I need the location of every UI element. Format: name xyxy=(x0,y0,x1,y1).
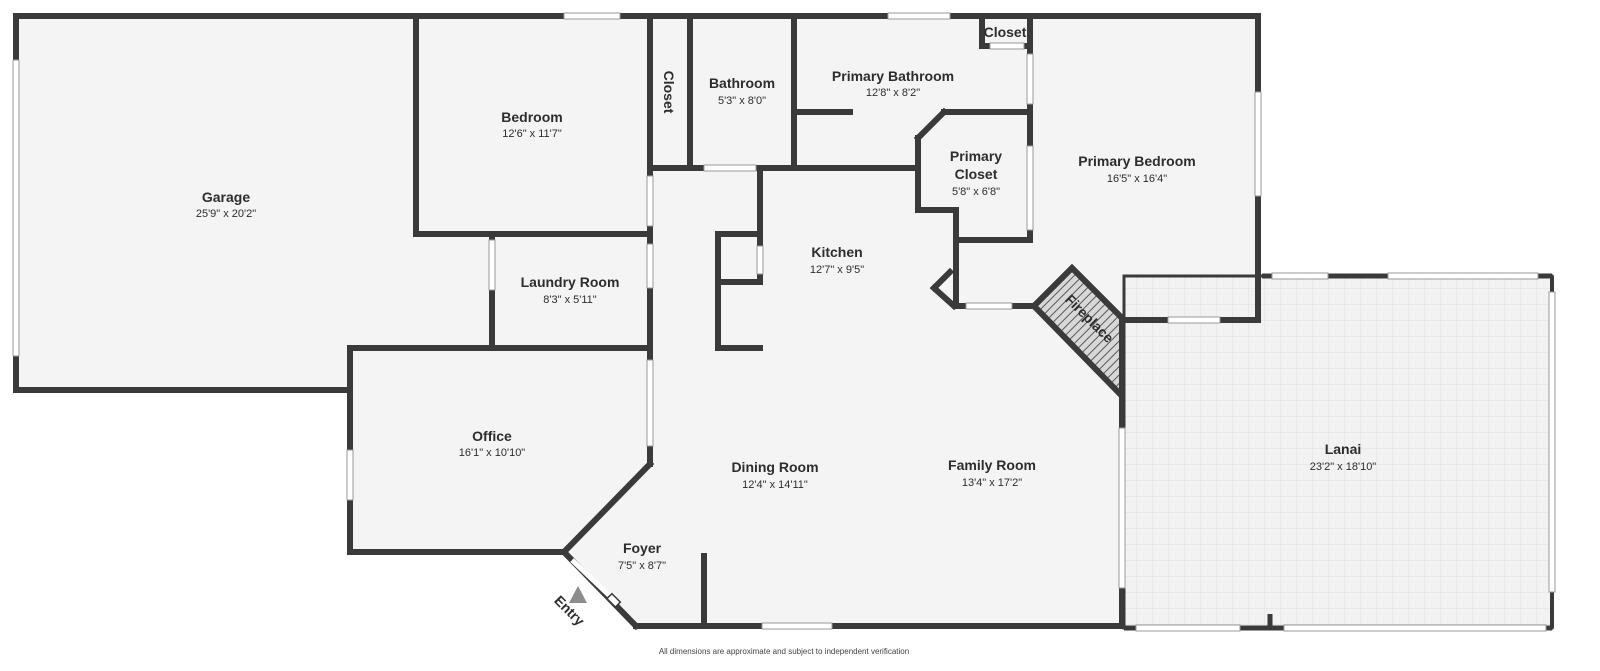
kitchen-name: Kitchen xyxy=(811,244,862,260)
bedroom-dim: 12'6" x 11'7" xyxy=(502,128,562,140)
garage-floor xyxy=(16,16,416,390)
closet-name: Closet xyxy=(661,71,677,114)
bathroom-dim: 5'3" x 8'0" xyxy=(718,95,766,107)
primary-bedroom-dim: 16'5" x 16'4" xyxy=(1107,173,1167,185)
office-dim: 16'1" x 10'10" xyxy=(459,447,526,459)
disclaimer: All dimensions are approximate and subje… xyxy=(659,647,909,656)
lanai-floor xyxy=(1124,276,1552,628)
bedroom-name: Bedroom xyxy=(501,109,562,125)
lanai-name: Lanai xyxy=(1325,441,1362,457)
family-name: Family Room xyxy=(948,457,1036,473)
office-name: Office xyxy=(472,428,512,444)
primary-bathroom-name: Primary Bathroom xyxy=(832,68,954,84)
garage-dim: 25'9" x 20'2" xyxy=(196,208,256,220)
primary-bedroom-name: Primary Bedroom xyxy=(1078,153,1195,169)
bathroom-name: Bathroom xyxy=(709,75,775,91)
small-closet-name: Closet xyxy=(984,24,1027,40)
floors xyxy=(16,16,1552,628)
primary-closet-name-1: Primary xyxy=(950,148,1002,164)
family-dim: 13'4" x 17'2" xyxy=(962,477,1022,489)
foyer-dim: 7'5" x 8'7" xyxy=(618,560,666,572)
laundry-name: Laundry Room xyxy=(521,274,620,290)
entry-door[interactable] xyxy=(569,558,622,609)
primary-closet-dim: 5'8" x 6'8" xyxy=(952,186,1000,198)
entry-arrow-icon xyxy=(569,586,587,603)
kitchen-dim: 12'7" x 9'5" xyxy=(810,264,864,276)
foyer-name: Foyer xyxy=(623,540,662,556)
windows xyxy=(12,12,1556,632)
garage-name: Garage xyxy=(202,189,250,205)
primary-bathroom-dim: 12'8" x 8'2" xyxy=(866,87,920,99)
dining-name: Dining Room xyxy=(731,459,818,475)
laundry-dim: 8'3" x 5'11" xyxy=(543,294,596,306)
lanai-dim: 23'2" x 18'10" xyxy=(1310,461,1377,473)
dining-dim: 12'4" x 14'11" xyxy=(742,479,808,491)
primary-closet-name-2: Closet xyxy=(955,166,998,182)
fireplace xyxy=(1029,263,1125,404)
